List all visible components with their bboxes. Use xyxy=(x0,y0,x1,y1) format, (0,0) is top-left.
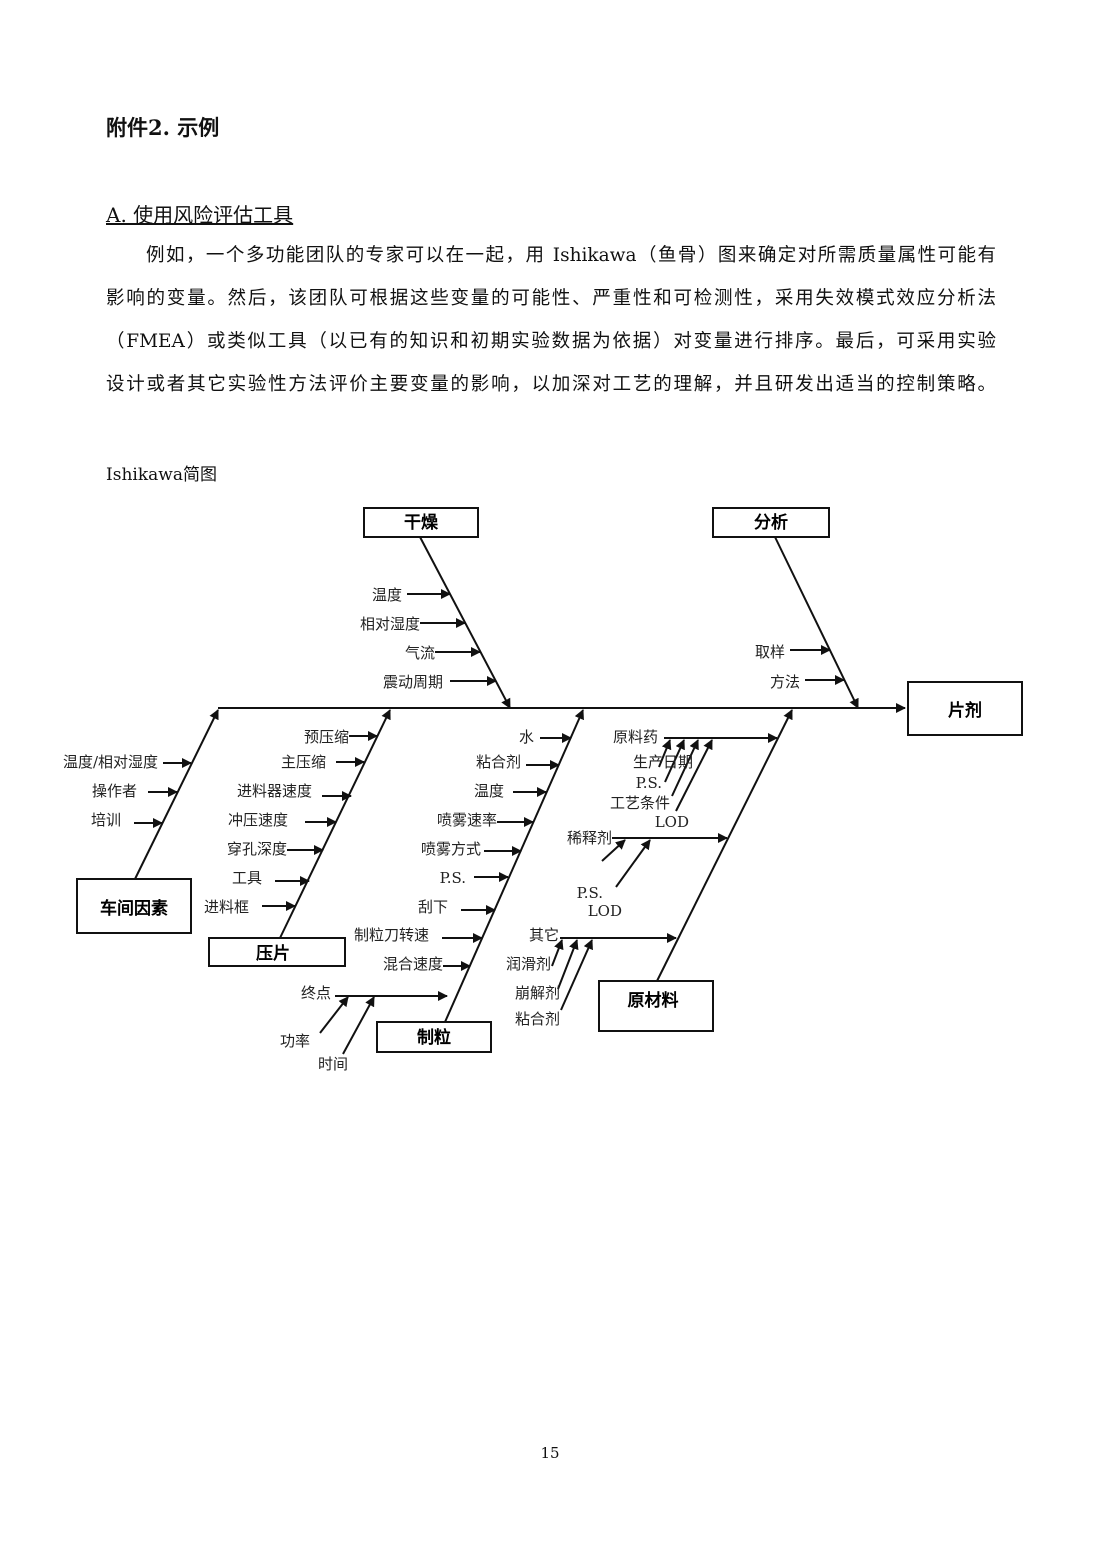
cause-label: 水 xyxy=(519,728,534,746)
cause-label: 原料药 xyxy=(613,728,658,746)
cause-label: 进料器速度 xyxy=(237,782,312,800)
cause-label: 预压缩 xyxy=(304,728,349,746)
body-paragraph: 例如，一个多功能团队的专家可以在一起，用 Ishikawa（鱼骨）图来确定对所需… xyxy=(106,240,996,412)
paragraph-line: 设计或者其它实验性方法评价主要变量的影响，以加深对工艺的理解，并且研发出适当的控… xyxy=(106,374,996,395)
cause-label: 稀释剂 xyxy=(567,829,612,847)
cause-label: 终点 xyxy=(301,984,331,1002)
branch-compression: 压片 预压缩 主压缩 进料器速度 冲压速度 穿孔深度 工具 进料框 xyxy=(204,709,391,967)
subcause-label: LOD xyxy=(655,813,689,831)
branch-plant-factors: 车间因素 温度/相对湿度 操作者 培训 xyxy=(63,709,219,934)
paragraph-line: 例如，一个多功能团队的专家可以在一起，用 Ishikawa（鱼骨）图来确定对所需… xyxy=(146,245,996,266)
cause-label: 主压缩 xyxy=(281,753,326,771)
cause-label: 喷雾速率 xyxy=(437,811,497,829)
cause-label: 方法 xyxy=(770,673,800,691)
subcause-label: 生产日期 xyxy=(633,753,693,771)
page-number: 15 xyxy=(540,1444,560,1462)
subcause-label: 粘合剂 xyxy=(515,1010,560,1028)
appendix-title: 附件2. 示例 xyxy=(106,115,220,140)
branch-analysis: 分析 取样 方法 xyxy=(712,507,859,709)
paragraph-line: （FMEA）或类似工具（以已有的知识和初期实验数据为依据）对变量进行排序。最后，… xyxy=(106,331,996,352)
cause-label: 制粒刀转速 xyxy=(354,926,429,944)
cause-label: 其它 xyxy=(529,926,559,944)
branch-raw-materials: 原材料 原料药 生产日期 P.S. 工艺条件 LOD 稀释剂 P.S. LOD … xyxy=(506,709,793,1032)
svg-text:车间因素: 车间因素 xyxy=(100,898,168,919)
branch-drying: 干燥 温度 相对湿度 气流 震动周期 xyxy=(360,507,511,709)
subcause-label: P.S. xyxy=(577,884,603,902)
cause-label: 温度 xyxy=(372,586,402,604)
branch-granulation: 制粒 水 粘合剂 温度 喷雾速率 喷雾方式 P.S. 刮下 制粒刀转速 混合速度… xyxy=(280,709,584,1073)
subcause-label: 功率 xyxy=(280,1032,310,1050)
subcause-label: P.S. xyxy=(636,774,662,792)
cause-label: 粘合剂 xyxy=(476,753,521,771)
cause-label: 取样 xyxy=(755,643,785,661)
cause-label: 混合速度 xyxy=(383,955,443,973)
subcause-label: 时间 xyxy=(318,1055,348,1073)
effect-label: 片剂 xyxy=(948,700,982,721)
cause-label: 操作者 xyxy=(92,782,137,800)
subcause-label: 润滑剂 xyxy=(506,955,551,973)
subcause-label: LOD xyxy=(588,902,622,920)
cause-label: 相对湿度 xyxy=(360,615,420,633)
cause-label: 穿孔深度 xyxy=(227,840,287,858)
subcause-label: 工艺条件 xyxy=(610,794,670,812)
cause-label: 气流 xyxy=(405,644,435,662)
section-heading: A. 使用风险评估工具 xyxy=(106,203,294,227)
cause-label: 喷雾方式 xyxy=(421,840,481,858)
cause-label: 培训 xyxy=(91,811,121,829)
cause-label: 进料框 xyxy=(204,898,249,916)
svg-text:分析: 分析 xyxy=(754,512,788,533)
effect-box xyxy=(907,681,1023,736)
cause-label: 冲压速度 xyxy=(228,811,288,829)
cause-label: P.S. xyxy=(440,869,466,887)
cause-label: 工具 xyxy=(232,869,262,887)
cause-label: 温度 xyxy=(474,782,504,800)
cause-label: 震动周期 xyxy=(383,673,443,691)
svg-text:制粒: 制粒 xyxy=(417,1027,451,1048)
paragraph-line: 影响的变量。然后，该团队可根据这些变量的可能性、严重性和可检测性，采用失效模式效… xyxy=(106,288,996,309)
diagram-caption: Ishikawa简图 xyxy=(106,465,217,485)
cause-label: 温度/相对湿度 xyxy=(63,753,158,771)
svg-text:干燥: 干燥 xyxy=(404,513,439,533)
svg-text:原材料: 原材料 xyxy=(628,990,679,1011)
subcause-label: 崩解剂 xyxy=(515,984,560,1002)
svg-text:压片: 压片 xyxy=(256,943,290,964)
cause-label: 刮下 xyxy=(418,898,448,916)
